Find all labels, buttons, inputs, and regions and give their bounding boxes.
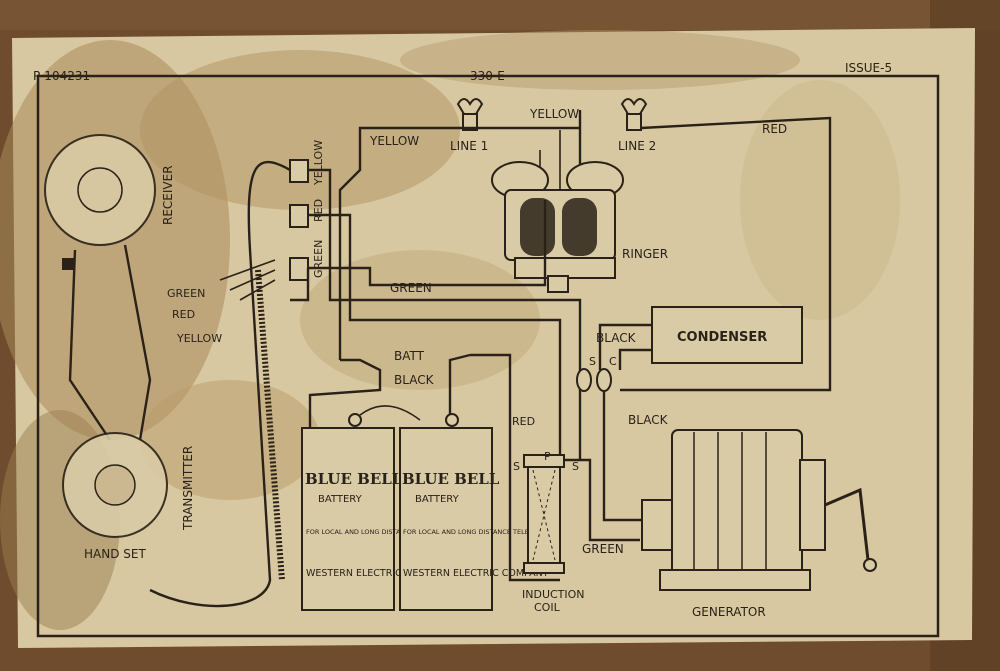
line1-terminal <box>456 98 484 131</box>
model-number: 330-E <box>470 69 505 83</box>
wire-label-black-condenser: BLACK <box>596 331 637 345</box>
line2-label: LINE 2 <box>618 139 656 153</box>
coil-terminal-p: P <box>544 450 551 463</box>
part-number: P-104231 <box>33 69 90 83</box>
condenser <box>651 306 803 364</box>
terminal-strip <box>289 159 309 281</box>
wire-label-red-line2: RED <box>762 122 787 136</box>
wire-label-yellow-top: YELLOW <box>529 107 579 121</box>
hand-set-label: HAND SET <box>84 547 146 561</box>
condenser-label: CONDENSER <box>677 330 767 345</box>
wire-label-black-batt: BLACK <box>394 373 435 387</box>
generator-label: GENERATOR <box>692 605 766 619</box>
receiver <box>44 134 156 270</box>
receiver-label: RECEIVER <box>161 165 175 225</box>
terminal-s-label: S <box>589 355 596 368</box>
wire-label-red-coil: RED <box>512 415 535 428</box>
diagram-border <box>36 74 940 638</box>
induction-coil <box>523 454 565 574</box>
coil-terminal-s-left: S <box>513 460 520 473</box>
wire-label-green-mid: GREEN <box>390 281 432 295</box>
battery-left-maker: WESTERN ELECTRIC COMPANY <box>306 568 452 579</box>
wire-label-green-generator: GREEN <box>582 542 624 556</box>
wire-label-yellow-side: YELLOW <box>312 140 325 186</box>
handset-wire-yellow: YELLOW <box>176 332 222 345</box>
issue-number: ISSUE-5 <box>845 61 892 75</box>
battery-right: BLUE BELL BATTERY FOR LOCAL AND LONG DIS… <box>399 413 556 611</box>
batt-label: BATT <box>394 349 425 363</box>
terminal-c-label: C <box>609 355 617 368</box>
generator <box>641 429 877 591</box>
line1-label: LINE 1 <box>450 139 488 153</box>
wire-label-red-side: RED <box>312 199 325 222</box>
induction-coil-label-1: INDUCTION <box>522 588 585 601</box>
wire-label-yellow-mid: YELLOW <box>369 134 419 148</box>
handset-wire-red: RED <box>172 308 195 321</box>
ringer-label: RINGER <box>622 247 668 261</box>
ringer <box>491 161 624 293</box>
battery-left-type: BATTERY <box>318 494 363 505</box>
condenser-terminals <box>576 368 612 392</box>
handset-wire-green: GREEN <box>167 287 205 300</box>
battery-right-brand: BLUE BELL <box>402 470 500 488</box>
wire-label-black-generator: BLACK <box>628 413 669 427</box>
battery-right-use: FOR LOCAL AND LONG DISTANCE TELEPHONES <box>403 528 556 536</box>
battery-left-brand: BLUE BELL <box>305 470 403 488</box>
transmitter <box>62 432 168 538</box>
battery-left: BLUE BELL BATTERY FOR LOCAL AND LONG DIS… <box>301 413 459 611</box>
battery-left-use: FOR LOCAL AND LONG DISTANCE TELEPHONES <box>306 528 459 536</box>
coil-terminal-s-right: S <box>572 460 579 473</box>
wire-label-green-side: GREEN <box>312 240 325 278</box>
battery-right-maker: WESTERN ELECTRIC COMPANY <box>403 568 549 579</box>
line2-terminal <box>620 98 648 131</box>
battery-right-type: BATTERY <box>415 494 460 505</box>
transmitter-label: TRANSMITTER <box>181 446 195 531</box>
induction-coil-label-2: COIL <box>534 601 561 614</box>
